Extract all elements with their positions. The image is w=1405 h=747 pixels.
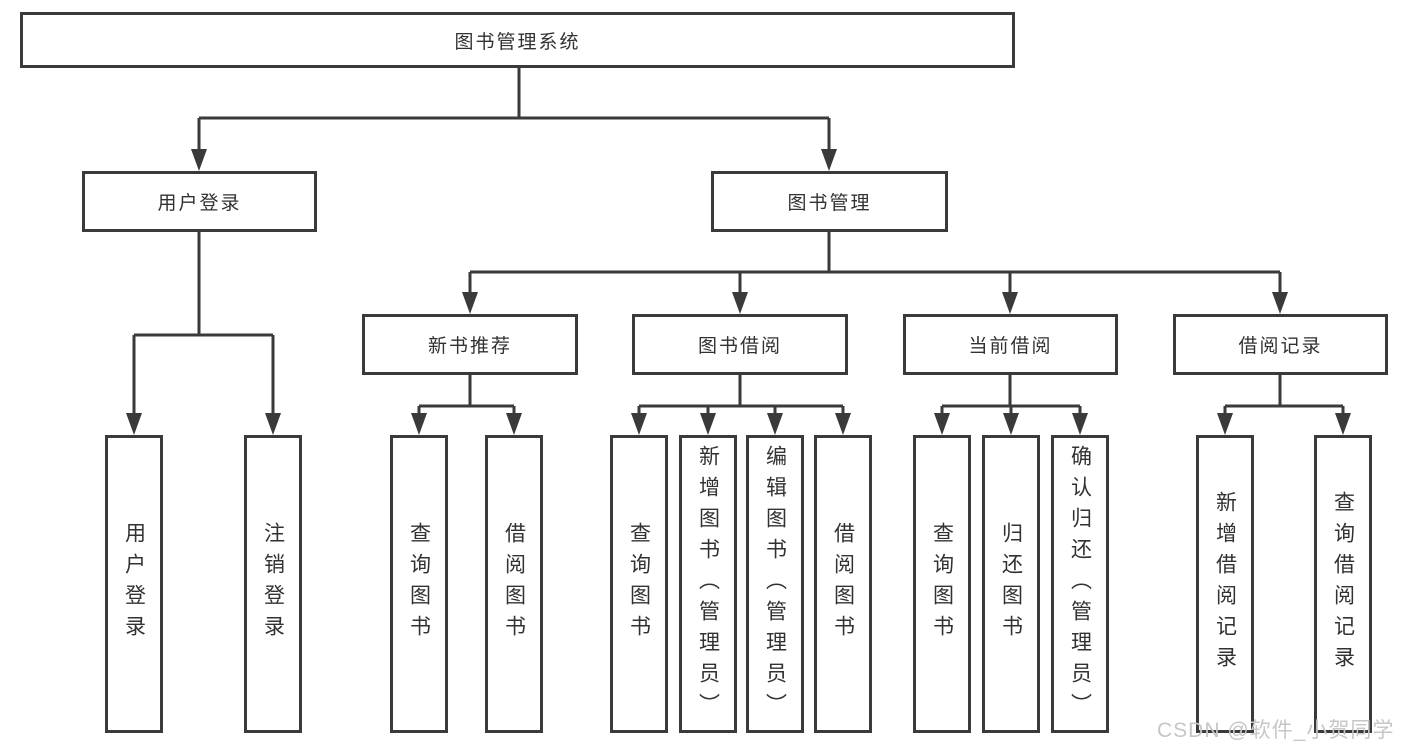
- node-new-book-recommendation: 新书推荐: [362, 314, 578, 375]
- node-user-login: 用户登录: [82, 171, 317, 232]
- leaf-logout-label: 注销登录: [261, 522, 285, 646]
- leaf-query-books-recommend-label: 查询图书: [407, 522, 431, 646]
- connector-bookmgmt-to-level3: [462, 232, 1288, 314]
- node-borrowing-records: 借阅记录: [1173, 314, 1388, 375]
- node-current-borrowing-label: 当前借阅: [968, 336, 1053, 357]
- connector-userlogin-to-leaves: [126, 232, 281, 435]
- leaf-user-login: 用户登录: [105, 435, 163, 733]
- leaf-query-borrow-record: 查询借阅记录: [1314, 435, 1372, 733]
- leaf-confirm-return-admin: 确认归还（管理员）: [1051, 435, 1109, 733]
- leaf-query-books-current-label: 查询图书: [930, 522, 954, 646]
- leaf-add-books-admin-label: 新增图书（管理员）: [696, 444, 720, 724]
- node-book-borrowing: 图书借阅: [632, 314, 848, 375]
- leaf-logout: 注销登录: [244, 435, 302, 733]
- leaf-return-books-label: 归还图书: [999, 522, 1023, 646]
- connector-current-to-leaves: [934, 375, 1088, 435]
- leaf-borrow-books: 借阅图书: [814, 435, 872, 733]
- node-new-book-recommendation-label: 新书推荐: [427, 336, 512, 357]
- leaf-borrow-books-recommend-label: 借阅图书: [502, 522, 526, 646]
- csdn-watermark: CSDN @软件_小贺同学: [1157, 719, 1395, 742]
- leaf-query-borrow-record-label: 查询借阅记录: [1331, 491, 1355, 677]
- leaf-query-books-borrow-label: 查询图书: [627, 522, 651, 646]
- leaf-query-books-current: 查询图书: [913, 435, 971, 733]
- leaf-confirm-return-admin-label: 确认归还（管理员）: [1068, 444, 1092, 724]
- leaf-edit-books-admin: 编辑图书（管理员）: [746, 435, 804, 733]
- node-borrowing-records-label: 借阅记录: [1238, 336, 1323, 357]
- leaf-user-login-label: 用户登录: [122, 522, 146, 646]
- connector-newbook-to-leaves: [411, 375, 522, 435]
- leaf-borrow-books-label: 借阅图书: [831, 522, 855, 646]
- leaf-borrow-books-recommend: 借阅图书: [485, 435, 543, 733]
- node-book-management-label: 图书管理: [787, 193, 872, 214]
- leaf-add-borrow-record: 新增借阅记录: [1196, 435, 1254, 733]
- leaf-query-books-recommend: 查询图书: [390, 435, 448, 733]
- node-user-login-label: 用户登录: [157, 193, 242, 214]
- leaf-edit-books-admin-label: 编辑图书（管理员）: [763, 444, 787, 724]
- connector-root-to-level2: [191, 68, 837, 171]
- node-library-system-label: 图书管理系统: [454, 31, 581, 53]
- node-library-system: 图书管理系统: [20, 12, 1015, 68]
- connector-records-to-leaves: [1217, 375, 1351, 435]
- node-current-borrowing: 当前借阅: [903, 314, 1118, 375]
- node-book-borrowing-label: 图书借阅: [697, 336, 782, 357]
- leaf-add-borrow-record-label: 新增借阅记录: [1213, 491, 1237, 677]
- leaf-add-books-admin: 新增图书（管理员）: [679, 435, 737, 733]
- node-book-management: 图书管理: [711, 171, 948, 232]
- leaf-query-books-borrow: 查询图书: [610, 435, 668, 733]
- leaf-return-books: 归还图书: [982, 435, 1040, 733]
- connector-borrow-to-leaves: [631, 375, 851, 435]
